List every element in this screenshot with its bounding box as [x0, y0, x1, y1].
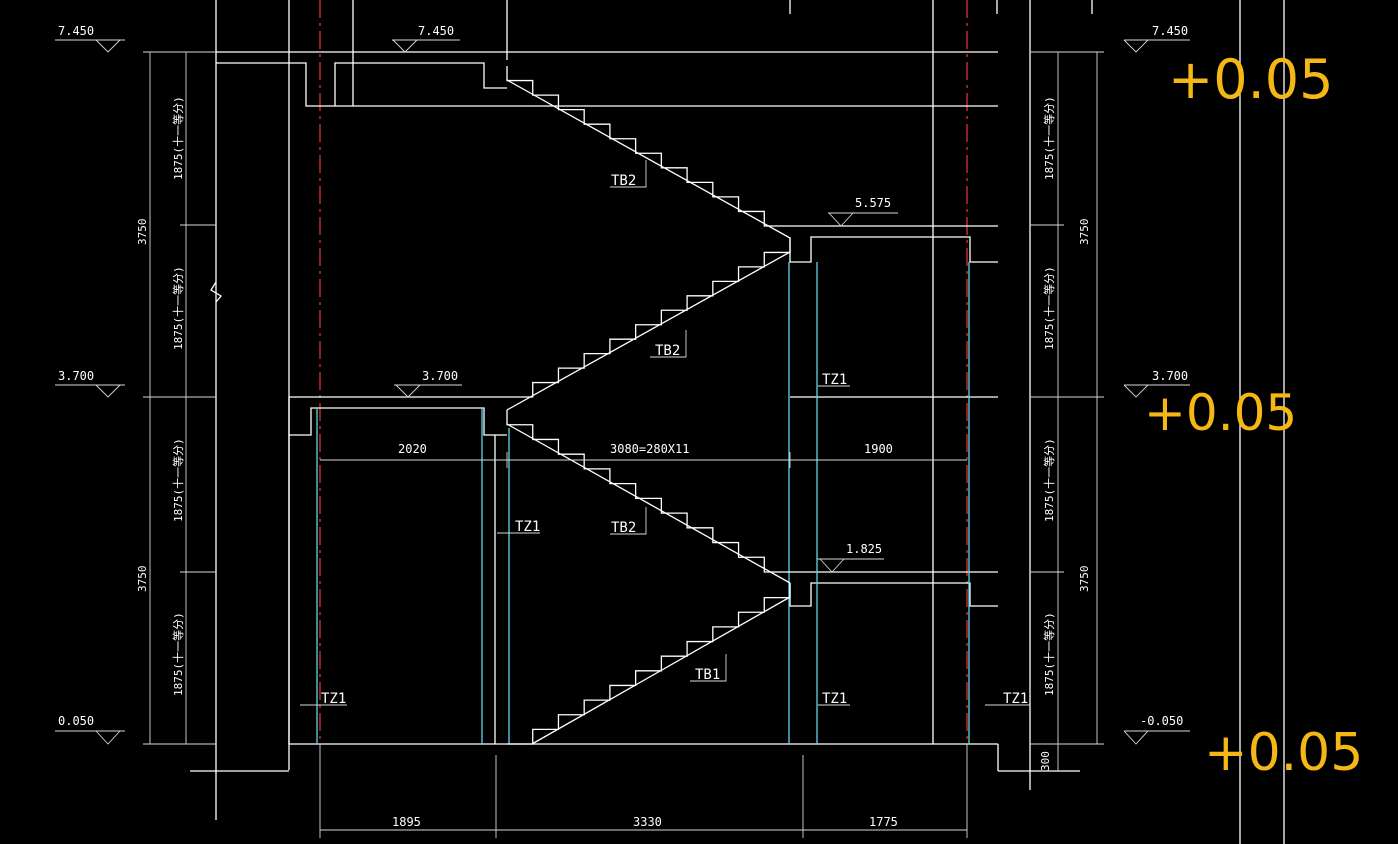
dim-2020: 2020 — [398, 442, 427, 456]
flight-upper-ascending-steps — [507, 238, 791, 398]
elevation-markers — [55, 39, 1190, 745]
label-tz1-a: TZ1 — [822, 372, 847, 388]
flight-height-right-2: 1875(十一等分) — [1042, 266, 1056, 350]
span-left-lower: 3750 — [136, 566, 149, 593]
flight-upper-descending-steps — [506, 66, 790, 227]
stair-flights — [506, 66, 791, 745]
elev-left-top: 7.450 — [58, 24, 94, 38]
foundation-depth: 300 — [1039, 751, 1052, 771]
dimension-texts: 2020 3080=280X11 1900 1895 3330 1775 375… — [136, 96, 1091, 829]
elevation-labels: 7.450 3.700 0.050 7.450 3.700 5.575 1.82… — [58, 24, 1188, 728]
flight-height-left-1: 1875(十一等分) — [171, 96, 185, 180]
flight-height-right-3: 1875(十一等分) — [1042, 438, 1056, 522]
flight-lower-ascending-soffit — [531, 596, 791, 745]
elev-right-top: 7.450 — [1152, 24, 1188, 38]
flight-height-right-4: 1875(十一等分) — [1042, 612, 1056, 696]
elev-landing-upper: 5.575 — [855, 196, 891, 210]
elev-center-top: 7.450 — [418, 24, 454, 38]
flight-upper-ascending-soffit — [506, 251, 791, 411]
label-leaders — [300, 160, 1030, 706]
markup-bottom: +0.05 — [1204, 723, 1363, 783]
label-tz1-e: TZ1 — [1003, 691, 1028, 707]
flight-height-right-1: 1875(十一等分) — [1042, 96, 1056, 180]
flight-height-left-3: 1875(十一等分) — [171, 438, 185, 522]
span-left-upper: 3750 — [136, 219, 149, 246]
flight-upper-descending-soffit — [506, 79, 791, 239]
span-right-lower: 3750 — [1078, 566, 1091, 593]
span-right-upper: 3750 — [1078, 219, 1091, 246]
dim-1900: 1900 — [864, 442, 893, 456]
elev-right-mid: 3.700 — [1152, 369, 1188, 383]
label-tb1: TB1 — [695, 667, 720, 683]
grid-lines — [215, 0, 1285, 844]
flight-height-left-4: 1875(十一等分) — [171, 612, 185, 696]
elev-landing-lower: 1.825 — [846, 542, 882, 556]
label-tb2-lower: TB2 — [611, 520, 636, 536]
markup-top: +0.05 — [1168, 48, 1333, 111]
dim-1775: 1775 — [869, 815, 898, 829]
flight-height-left-2: 1875(十一等分) — [171, 266, 185, 350]
dim-3080: 3080=280X11 — [610, 442, 689, 456]
columns-tz1 — [288, 262, 970, 744]
dimension-middle — [320, 452, 967, 468]
label-tz1-d: TZ1 — [822, 691, 847, 707]
label-tb2-upper: TB2 — [611, 173, 636, 189]
elev-right-bottom: -0.050 — [1140, 714, 1183, 728]
flight-lower-descending-steps — [506, 410, 790, 573]
dim-3330: 3330 — [633, 815, 662, 829]
flight-lower-descending-soffit — [506, 423, 791, 584]
elev-center-mid: 3.700 — [422, 369, 458, 383]
dimension-left — [143, 51, 222, 745]
flight-lower-ascending-steps — [507, 583, 791, 745]
elev-left-mid: 3.700 — [58, 369, 94, 383]
label-tz1-c: TZ1 — [321, 691, 346, 707]
handwritten-annotations: +0.05 +0.05 +0.05 — [1144, 48, 1363, 783]
elev-left-bottom: 0.050 — [58, 714, 94, 728]
label-tb2-middle: TB2 — [655, 343, 680, 359]
markup-middle: +0.05 — [1144, 384, 1297, 442]
dim-1895: 1895 — [392, 815, 421, 829]
slabs — [190, 51, 1080, 772]
label-tz1-b: TZ1 — [515, 519, 540, 535]
dimension-right — [1030, 51, 1104, 771]
dimension-bottom — [319, 744, 968, 838]
stair-labels: TB2 TB2 TB2 TB1 TZ1 TZ1 TZ1 TZ1 TZ1 — [321, 173, 1028, 707]
